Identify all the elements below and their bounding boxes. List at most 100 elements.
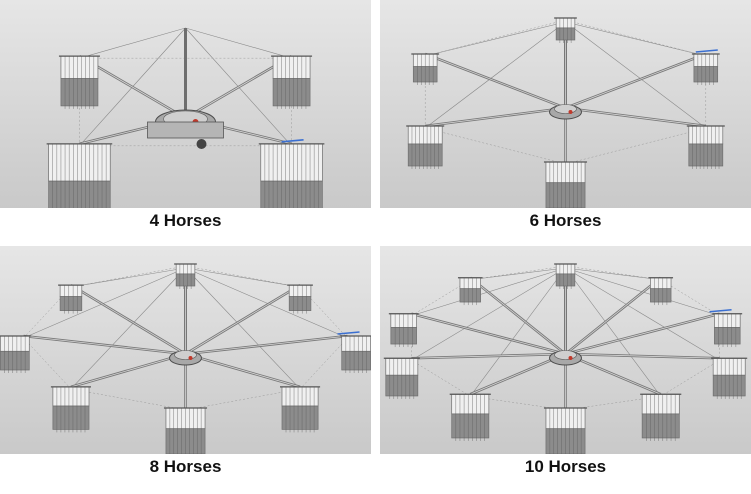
walker-render-8	[0, 246, 371, 454]
divider-panel	[543, 407, 588, 454]
panel-upper-mesh	[59, 284, 83, 297]
perimeter-wire	[185, 388, 301, 411]
panel-lower-rubber	[272, 78, 311, 107]
panel-lower-rubber	[60, 78, 99, 107]
panel-lower-rubber	[555, 273, 576, 287]
panel-lower-rubber	[688, 143, 724, 167]
divider-panel	[712, 313, 743, 348]
walker-arm-highlight	[565, 107, 706, 127]
panel-8-horses: 8 Horses	[0, 246, 371, 476]
panel-4-horses: 4 Horses	[0, 0, 371, 230]
hub-marker	[568, 110, 573, 114]
divider-panel	[411, 53, 440, 85]
divider-panel	[383, 357, 420, 399]
walker-arm-highlight	[565, 277, 661, 355]
panel-lower-rubber	[555, 27, 576, 41]
perimeter-wire	[565, 127, 706, 165]
guy-wire	[411, 267, 566, 361]
divider-panel	[711, 357, 748, 399]
perimeter-wire	[411, 360, 471, 397]
divider-panel	[686, 125, 725, 169]
walker-arm-highlight	[425, 107, 566, 127]
divider-panel	[279, 386, 321, 433]
walker-arm-highlight	[425, 53, 566, 109]
divider-panel	[640, 393, 682, 441]
walker-render-4	[0, 0, 371, 208]
walker-arm-highlight	[23, 335, 186, 355]
accent-rail	[281, 139, 304, 143]
panel-upper-mesh	[60, 55, 99, 79]
walker-arm-highlight	[185, 284, 301, 355]
perimeter-wire	[565, 265, 661, 280]
walker-arm-highlight	[565, 353, 661, 395]
perimeter-wire	[425, 127, 566, 165]
hub-marker	[568, 356, 573, 360]
walker-arm-highlight	[185, 335, 348, 355]
divider-panel	[0, 335, 32, 373]
perimeter-wire	[23, 337, 72, 390]
base-frame	[147, 121, 224, 139]
guy-wire	[470, 267, 566, 281]
panel-lower-rubber	[175, 273, 196, 287]
walker-render-6	[380, 0, 751, 208]
guy-wire	[565, 21, 706, 129]
divider-panel	[339, 335, 371, 373]
hub-top	[554, 350, 577, 360]
panel-upper-mesh	[650, 277, 672, 290]
guy-wire	[425, 21, 566, 57]
drive-wheel	[196, 139, 207, 149]
divider-panel	[691, 53, 720, 85]
guy-wire	[565, 21, 706, 57]
divider-panel	[163, 407, 208, 454]
guy-wire	[565, 267, 720, 361]
guy-wire	[185, 267, 301, 390]
panel-upper-mesh	[272, 55, 311, 79]
divider-panel	[554, 17, 577, 43]
divider-panel	[258, 143, 325, 208]
perimeter-wire	[299, 337, 348, 390]
divider-panel	[58, 55, 100, 109]
panel-upper-mesh	[641, 393, 680, 415]
panel-upper-mesh	[451, 393, 490, 415]
panel-lower-rubber	[650, 288, 672, 303]
perimeter-wire	[299, 286, 348, 339]
panel-lower-rubber	[281, 405, 319, 430]
hub-top	[554, 104, 577, 114]
accent-rail	[709, 308, 732, 313]
guy-wire	[565, 267, 661, 397]
panel-lower-rubber	[52, 405, 90, 430]
walker-arm-highlight	[565, 353, 720, 359]
guy-wire	[70, 267, 186, 288]
panel-lower-rubber	[59, 296, 83, 311]
perimeter-wire	[565, 19, 706, 57]
panel-upper-mesh	[260, 143, 323, 182]
divider-panel	[543, 161, 588, 208]
hub-marker	[188, 356, 193, 360]
panel-caption: 8 Horses	[149, 457, 222, 476]
panel-upper-mesh	[555, 263, 576, 275]
perimeter-wire	[660, 360, 720, 397]
panel-lower-rubber	[0, 350, 30, 371]
guy-wire	[79, 27, 186, 59]
walker-arm-highlight	[70, 284, 186, 355]
panel-caption: 6 Horses	[529, 211, 602, 230]
accent-rail	[695, 49, 718, 53]
perimeter-wire	[70, 265, 186, 288]
divider-panel	[58, 284, 84, 314]
hub-top	[174, 350, 197, 360]
panel-lower-rubber	[341, 350, 371, 371]
walker-arm-highlight	[565, 313, 720, 355]
panel-lower-rubber	[407, 143, 443, 167]
divider-panel	[457, 277, 483, 306]
panel-upper-mesh	[175, 263, 196, 275]
divider-panel	[271, 55, 313, 109]
panel-lower-rubber	[260, 180, 323, 208]
guy-wire	[185, 267, 348, 339]
guy-wire	[425, 21, 566, 129]
divider-panel	[287, 284, 313, 314]
panel-upper-mesh	[407, 125, 443, 145]
guy-wire	[70, 267, 186, 390]
guy-wire	[185, 267, 301, 288]
walker-arm-highlight	[411, 353, 566, 359]
accent-rail	[337, 331, 360, 335]
